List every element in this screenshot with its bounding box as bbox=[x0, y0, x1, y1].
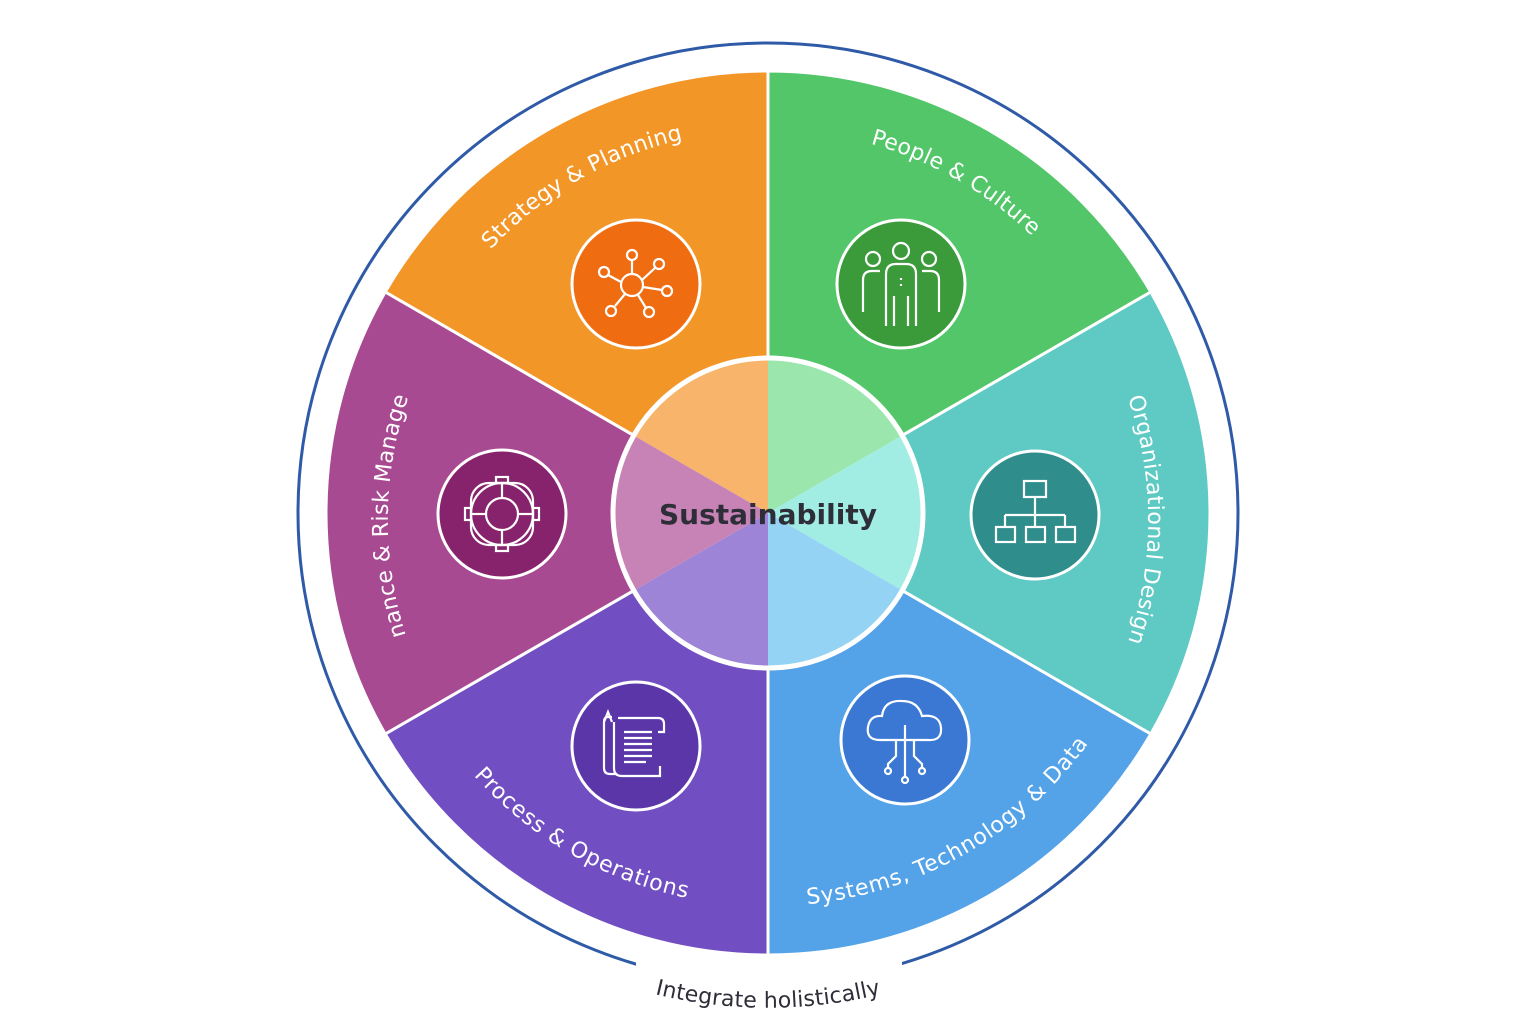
life-ring-icon bbox=[463, 475, 541, 553]
org-chart-icon bbox=[994, 479, 1077, 544]
icon-badge-people bbox=[835, 218, 967, 350]
people-group-icon bbox=[861, 241, 941, 326]
cloud-circuit-icon bbox=[866, 699, 943, 785]
inner-wedge-org bbox=[768, 435, 924, 591]
inner-circle-border bbox=[610, 355, 926, 671]
icon-badge-systems bbox=[839, 674, 971, 806]
icon-badge-strategy bbox=[570, 218, 702, 350]
icon-badge-governance bbox=[436, 448, 568, 580]
icon-badge-process bbox=[570, 680, 702, 812]
document-scroll-icon bbox=[602, 709, 666, 778]
network-hub-icon bbox=[597, 248, 674, 319]
inner-wedge-governance bbox=[613, 435, 768, 591]
center-label: Sustainability bbox=[659, 498, 877, 531]
icon-badge-org bbox=[969, 449, 1101, 581]
